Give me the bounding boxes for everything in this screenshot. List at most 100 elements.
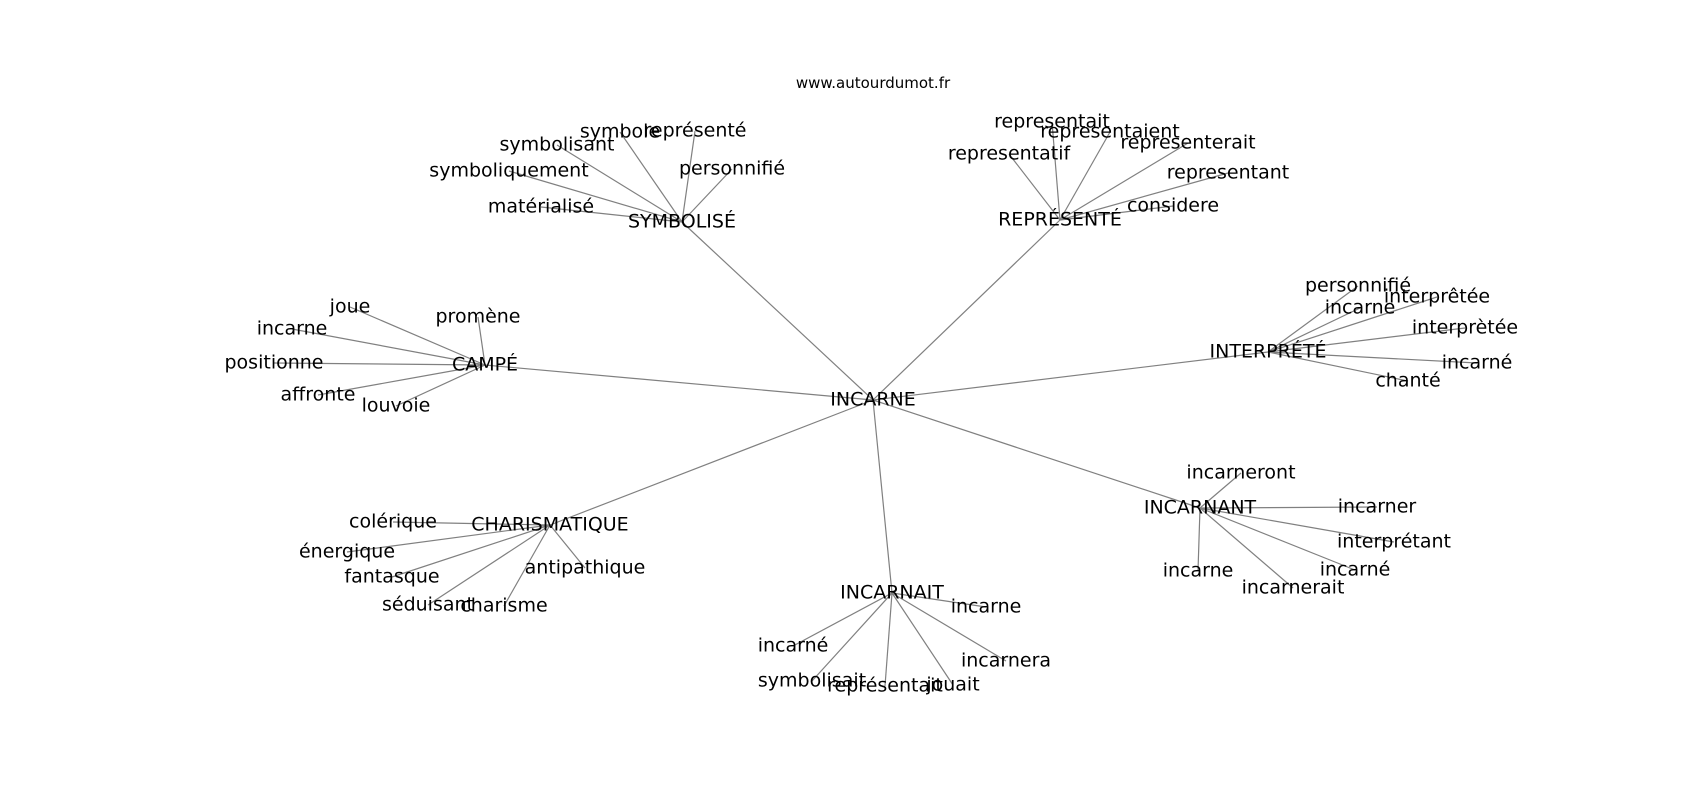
edge-hub-word [811, 592, 893, 682]
edge-hub-word [681, 168, 733, 223]
word-node: incarné [1442, 352, 1513, 374]
word-node: incarneront [1186, 462, 1295, 484]
edge-hub-word [508, 170, 683, 223]
word-node: fantasque [344, 566, 439, 588]
word-node: incarne [257, 318, 328, 340]
edge-hub-word [1267, 307, 1361, 353]
edge-center-hub [872, 219, 1061, 401]
word-node: énergique [299, 541, 395, 563]
hub-node: REPRÉSENTÉ [998, 208, 1122, 231]
edge-hub-word [1267, 327, 1466, 353]
word-node: personnifié [1305, 275, 1411, 297]
word-node: personnifié [679, 158, 785, 180]
edge-hub-word [291, 328, 486, 366]
word-node: interprétant [1337, 531, 1451, 553]
word-node: symbole [580, 121, 660, 143]
word-node: séduisant [382, 594, 474, 616]
word-node: incarné [1320, 559, 1391, 581]
edge-center-hub [549, 399, 874, 526]
edge-hub-word [395, 364, 486, 407]
center-node: INCARNE [830, 389, 916, 411]
word-node: incarne [951, 596, 1022, 618]
edge-hub-word [477, 316, 486, 366]
hub-node: INTERPRÉTÉ [1210, 340, 1327, 363]
edge-hub-word [1267, 351, 1409, 382]
edge-hub-word [392, 521, 551, 526]
edge-hub-word [1267, 351, 1478, 364]
word-node: incarne [1325, 297, 1396, 319]
edge-hub-word [1267, 285, 1359, 353]
edge-hub-word [891, 592, 954, 686]
edge-hub-word [1199, 507, 1356, 571]
edge-center-hub [872, 399, 1201, 509]
graph-edges [273, 121, 1478, 687]
word-node: jouait [925, 674, 979, 696]
hub-node: INCARNANT [1144, 497, 1257, 519]
edge-hub-word [349, 306, 486, 366]
edge-hub-word [619, 131, 683, 223]
word-node: représenté [644, 120, 747, 142]
word-node: considere [1127, 195, 1219, 217]
site-url: www.autourdumot.fr [796, 74, 951, 92]
word-node: antipathique [525, 557, 646, 579]
edge-center-hub [872, 351, 1269, 401]
graph-labels: www.autourdumot.fr INCARNE symbolisantsy… [225, 74, 1519, 697]
edge-hub-word [1267, 296, 1438, 353]
edge-hub-word [891, 592, 987, 608]
edge-hub-word [503, 524, 551, 607]
word-node: colérique [349, 511, 437, 533]
word-node: incarne [1163, 560, 1234, 582]
edge-center-hub [484, 364, 874, 401]
word-node: positionne [225, 352, 324, 374]
hub-node: INCARNAIT [840, 582, 944, 604]
edge-hub-word [346, 524, 551, 553]
edge-hub-word [792, 592, 893, 647]
word-node: symbolisant [500, 134, 615, 156]
edge-center-hub [872, 399, 893, 594]
edge-hub-word [1051, 121, 1061, 221]
word-node: symboliquement [429, 160, 588, 182]
word-node: representait [994, 111, 1110, 133]
hub-node: SYMBOLISÉ [628, 210, 736, 233]
edge-center-hub [681, 221, 874, 401]
word-node: representant [1167, 162, 1289, 184]
edge-hub-word [556, 144, 683, 223]
edge-hub-word [891, 592, 1007, 662]
edge-hub-word [540, 206, 683, 223]
edge-hub-word [1059, 131, 1111, 221]
edge-hub-word [1199, 507, 1395, 543]
edge-hub-word [1199, 507, 1294, 589]
edge-hub-word [1008, 153, 1061, 221]
edge-hub-word [681, 130, 696, 223]
word-node: promène [435, 306, 520, 328]
edge-hub-word [1059, 172, 1229, 221]
edge-hub-word [1059, 205, 1174, 221]
edge-hub-word [549, 524, 586, 569]
edge-hub-word [1059, 142, 1189, 221]
hub-node: CAMPÉ [452, 353, 518, 376]
edge-hub-word [884, 592, 893, 687]
word-node: interprètée [1412, 317, 1518, 339]
word-node: representaient [1040, 121, 1179, 143]
word-node: representerait [1120, 132, 1255, 154]
word-node: symbolisait [758, 670, 866, 692]
word-node: representatif [948, 143, 1072, 165]
edge-hub-word [317, 364, 486, 396]
word-node: représentait [827, 675, 943, 697]
word-node: charisme [460, 595, 547, 617]
word-node: incarnerait [1242, 577, 1345, 599]
word-node: incarnera [961, 650, 1051, 672]
edge-hub-word [1199, 472, 1242, 509]
word-node: incarné [758, 635, 829, 657]
word-node: incarner [1338, 496, 1417, 518]
word-node: joue [329, 296, 371, 318]
word-node: affronte [281, 384, 356, 406]
word-node: matérialisé [488, 196, 594, 218]
edge-hub-word [1197, 507, 1201, 572]
word-node: interprêtée [1384, 286, 1490, 308]
edge-hub-word [391, 524, 551, 578]
word-node: louvoie [362, 395, 431, 417]
hub-node: CHARISMATIQUE [471, 514, 628, 536]
edge-hub-word [427, 524, 551, 606]
